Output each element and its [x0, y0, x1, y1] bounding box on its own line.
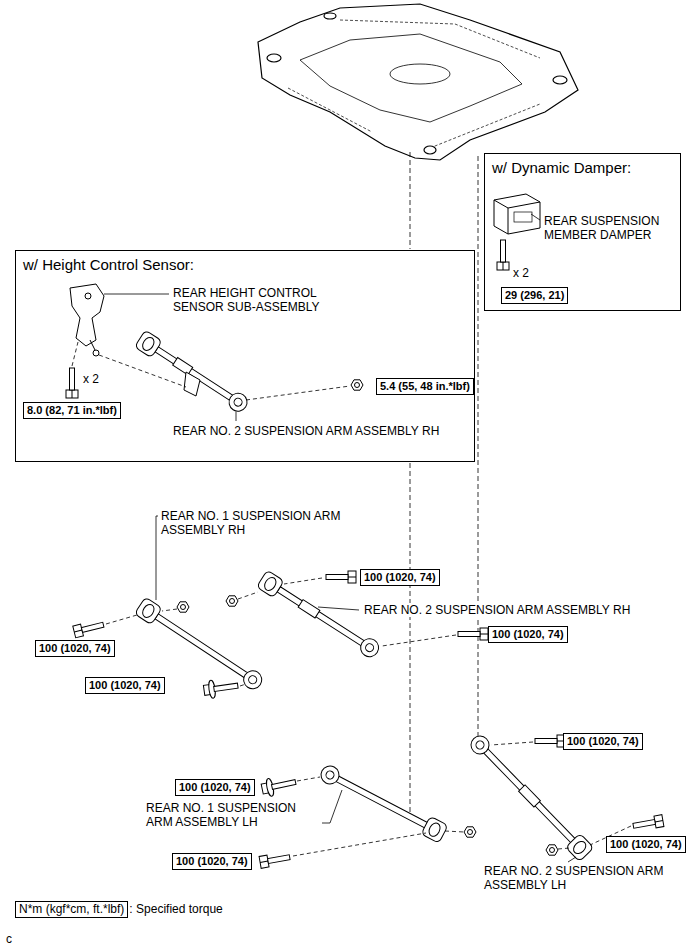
torque-value: 100 (1020, 74)	[179, 781, 251, 794]
torque-box: 100 (1020, 74)	[35, 640, 115, 657]
bolt	[632, 815, 664, 832]
alignment-line	[106, 578, 631, 856]
bolt	[497, 240, 509, 270]
sensor-bracket	[184, 372, 200, 396]
part-name: REAR NO. 2 SUSPENSION ARM ASSEMBLY LH	[483, 864, 670, 892]
nut	[546, 845, 558, 855]
bolt	[458, 628, 488, 640]
torque-value: 100 (1020, 74)	[39, 642, 111, 655]
nut	[351, 380, 363, 390]
suspension-member	[258, 4, 578, 160]
bolt	[535, 735, 565, 747]
flange-bolt	[260, 773, 297, 798]
torque-value: 5.4 (55, 48 in.*lbf)	[380, 380, 470, 393]
suspension-arm	[467, 732, 594, 862]
bolt	[73, 619, 105, 638]
part-name: REAR HEIGHT CONTROL SENSOR SUB-ASSEMBLY	[172, 286, 359, 314]
part-name: REAR NO. 2 SUSPENSION ARM ASSEMBLY RH	[172, 424, 440, 438]
torque-value: 100 (1020, 74)	[364, 571, 436, 584]
torque-value: 100 (1020, 74)	[176, 855, 248, 868]
alignment-line	[410, 152, 478, 812]
torque-value: 100 (1020, 74)	[89, 679, 161, 692]
alignment-line	[72, 342, 350, 400]
quantity-label: x 2	[512, 266, 530, 280]
nut	[464, 827, 476, 837]
torque-box: 8.0 (82, 71 in.*lbf)	[23, 402, 121, 419]
variant-heading: w/ Height Control Sensor:	[16, 251, 194, 274]
bolt	[66, 368, 78, 398]
torque-box: 100 (1020, 74)	[360, 569, 440, 586]
bolt	[326, 571, 356, 583]
part-name: REAR SUSPENSION MEMBER DAMPER	[543, 214, 680, 242]
variant-heading: w/ Dynamic Damper:	[485, 154, 631, 177]
torque-box: 100 (1020, 74)	[175, 779, 255, 796]
part-name: REAR NO. 1 SUSPENSION ARM ASSEMBLY RH	[160, 509, 342, 537]
nut	[177, 602, 189, 612]
torque-value: 100 (1020, 74)	[610, 838, 682, 851]
nut	[226, 596, 238, 606]
key-description: : Specified torque	[128, 902, 222, 917]
torque-box: 5.4 (55, 48 in.*lbf)	[376, 378, 474, 395]
torque-box: 100 (1020, 74)	[563, 733, 643, 750]
quantity-label: x 2	[82, 372, 100, 386]
figure-code: c	[5, 932, 13, 946]
torque-box: 100 (1020, 74)	[488, 626, 568, 643]
torque-box: 100 (1020, 74)	[606, 836, 686, 853]
bolt	[259, 851, 291, 868]
leader-line	[531, 214, 540, 220]
flange-bolt	[203, 677, 239, 700]
part-name: REAR NO. 2 SUSPENSION ARM ASSEMBLY RH	[363, 603, 631, 617]
torque-box: 100 (1020, 74)	[172, 853, 252, 870]
torque-value: 8.0 (82, 71 in.*lbf)	[27, 404, 117, 417]
member-damper	[494, 194, 540, 234]
torque-value: 29 (296, 21)	[505, 289, 564, 302]
height-control-sensor	[70, 284, 104, 356]
suspension-arm	[134, 330, 251, 415]
torque-value: 100 (1020, 74)	[492, 628, 564, 641]
torque-value: 100 (1020, 74)	[567, 735, 639, 748]
torque-box: 29 (296, 21)	[501, 287, 568, 304]
part-name: REAR NO. 1 SUSPENSION ARM ASSEMBLY LH	[145, 801, 322, 829]
torque-key: N*m (kgf*cm, ft.*lbf): Specified torque	[15, 901, 223, 918]
torque-unit-key: N*m (kgf*cm, ft.*lbf)	[15, 901, 128, 918]
torque-box: 100 (1020, 74)	[85, 677, 165, 694]
suspension-arm	[317, 762, 448, 843]
